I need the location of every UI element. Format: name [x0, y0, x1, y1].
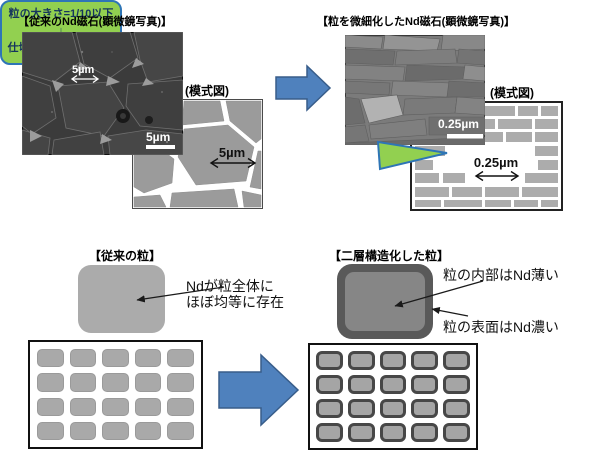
twolayer-grain-grid	[308, 343, 478, 450]
photo-grain-size-label: 5µm	[72, 64, 94, 76]
conventional-grain-cell	[134, 349, 162, 368]
refined-microscope-photo: 0.25µm	[345, 35, 485, 145]
conventional-grain-cell	[167, 373, 194, 392]
twolayer-grain-cell	[411, 351, 439, 370]
conventional-grain-cell	[134, 373, 162, 392]
conventional-grain-cell	[167, 397, 194, 416]
schematic-label-left: (模式図)	[185, 84, 229, 98]
twolayer-grain-cell	[379, 375, 407, 394]
conventional-grain-cell	[37, 373, 64, 392]
conventional-grain-title: 【従来の粒】	[89, 249, 162, 263]
conventional-grain-cell	[167, 349, 194, 368]
twolayer-grain-cell	[411, 423, 439, 442]
conventional-grain-cell	[167, 421, 194, 440]
photo-scalebar	[447, 134, 483, 139]
schematic-label-right: (模式図)	[490, 86, 534, 100]
conventional-grain-cell	[69, 349, 97, 368]
twolayer-grain-title: 【二層構造化した粒】	[329, 249, 450, 263]
schematic-grain-size-label: 0.25µm	[474, 155, 518, 170]
conventional-grain-grid	[28, 340, 203, 449]
conventional-grain-cell	[102, 421, 129, 440]
photo-scalebar-label: 0.25µm	[438, 117, 479, 131]
photo-defects	[51, 50, 169, 144]
twolayer-grain-cell	[443, 375, 470, 394]
twolayer-grain-cell	[347, 351, 375, 370]
conventional-grain-cell	[37, 421, 64, 440]
schematic-grain-size-arrow	[209, 157, 257, 169]
shell-nd-note: 粒の表面はNd濃い	[443, 319, 559, 335]
core-nd-note: 粒の内部はNd薄い	[443, 267, 559, 283]
twolayer-grain-core	[345, 272, 425, 331]
twolayer-grain-cell	[443, 351, 470, 370]
twolayer-grain-cell	[347, 423, 375, 442]
twolayer-grain-cell	[316, 399, 343, 418]
top-transform-arrow-icon	[275, 64, 332, 112]
callout-line-1: 粒の大きさ=1/10以下	[8, 8, 114, 20]
twolayer-grain-shell	[337, 264, 433, 339]
twolayer-grain-cell	[347, 375, 375, 394]
twolayer-grain-cell	[379, 423, 407, 442]
conventional-magnet-title: 【従来のNd磁石(顕微鏡写真)】	[18, 16, 172, 28]
conventional-grain-cell	[134, 397, 162, 416]
twolayer-grain-cell	[379, 351, 407, 370]
conventional-grain-shape	[78, 265, 165, 333]
photo-scalebar-label: 5µm	[146, 130, 170, 144]
photo-grain-size-arrow	[70, 74, 100, 84]
conventional-grain-cell	[69, 397, 97, 416]
conventional-grain-cell	[37, 349, 64, 368]
schematic-grain-size-arrow	[474, 170, 520, 182]
schematic-grain-size-label: 5µm	[219, 145, 245, 160]
twolayer-grain-cell	[316, 423, 343, 442]
twolayer-grain-cell	[316, 351, 343, 370]
twolayer-grain-cell	[316, 375, 343, 394]
bottom-transform-arrow-icon	[218, 353, 300, 427]
nd-uniform-note-line2: ほぼ均等に存在	[186, 294, 284, 310]
conventional-microscope-photo: 5µm 5µm	[22, 32, 183, 155]
twolayer-grain-cell	[443, 399, 470, 418]
conventional-grain-cell	[37, 397, 64, 416]
conventional-grain-cell	[102, 373, 129, 392]
conventional-grain-cell	[134, 421, 162, 440]
conventional-grain-cell	[69, 373, 97, 392]
twolayer-grain-cell	[379, 399, 407, 418]
twolayer-grain-cell	[411, 375, 439, 394]
conventional-grain-cell	[69, 421, 97, 440]
refined-magnet-title: 【粒を微細化したNd磁石(顕微鏡写真)】	[317, 16, 515, 28]
nd-pockets	[30, 58, 154, 144]
callout-line-2: ↓	[58, 25, 64, 37]
shell-pointer-arrow	[431, 306, 469, 317]
twolayer-grain-cell	[443, 423, 470, 442]
twolayer-grain-cell	[411, 399, 439, 418]
conventional-grain-cell	[102, 349, 129, 368]
conventional-grain-cell	[102, 397, 129, 416]
photo-scalebar	[146, 145, 175, 149]
twolayer-grain-cell	[347, 399, 375, 418]
